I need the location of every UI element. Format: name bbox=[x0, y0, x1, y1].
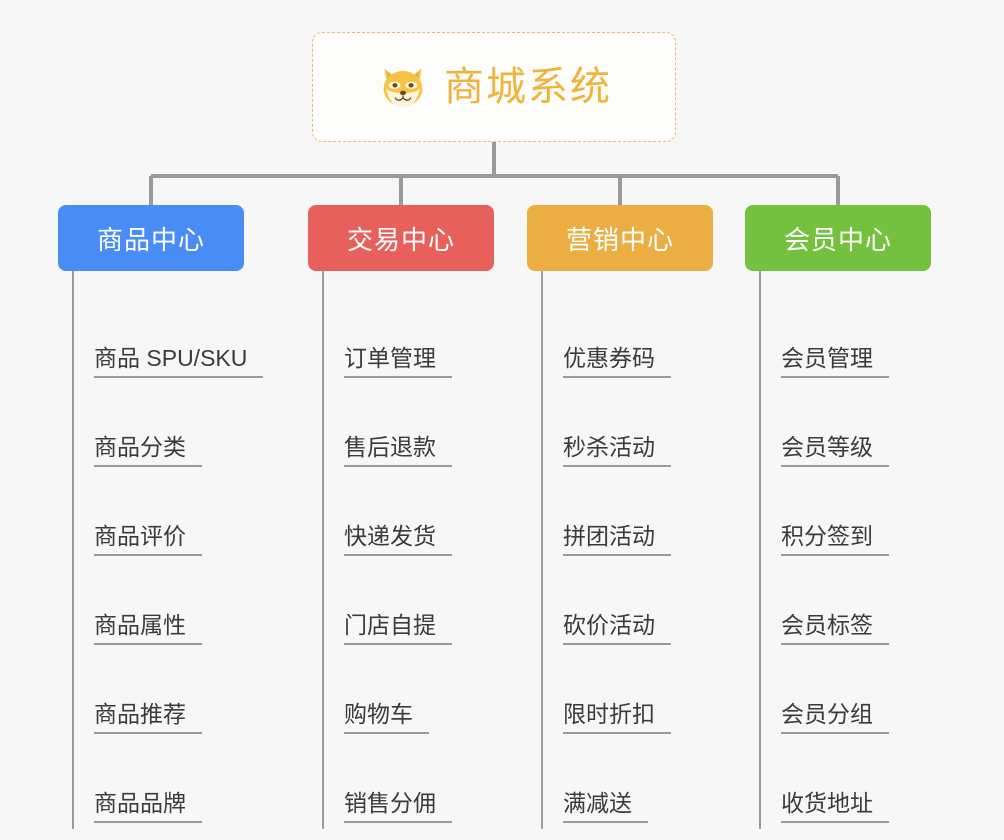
leaf-item[interactable]: 砍价活动 bbox=[541, 562, 771, 651]
leaf-item[interactable]: 会员管理 bbox=[759, 295, 989, 384]
leaf-item[interactable]: 销售分佣 bbox=[322, 740, 552, 829]
leaf-item-label: 销售分佣 bbox=[344, 790, 452, 823]
leaf-column-member-center: 会员管理会员等级积分签到会员标签会员分组收货地址 bbox=[759, 295, 989, 829]
branch-header-marketing-center[interactable]: 营销中心 bbox=[527, 205, 713, 271]
leaf-item[interactable]: 会员等级 bbox=[759, 384, 989, 473]
leaf-item-label: 商品评价 bbox=[94, 523, 202, 556]
leaf-item[interactable]: 商品评价 bbox=[72, 473, 302, 562]
leaf-column-trade-center: 订单管理售后退款快递发货门店自提购物车销售分佣 bbox=[322, 295, 552, 829]
leaf-item[interactable]: 满减送 bbox=[541, 740, 771, 829]
leaf-item[interactable]: 收货地址 bbox=[759, 740, 989, 829]
leaf-item[interactable]: 会员标签 bbox=[759, 562, 989, 651]
branch-header-label: 营销中心 bbox=[565, 224, 674, 255]
column-spine bbox=[322, 295, 324, 829]
leaf-item[interactable]: 商品 SPU/SKU bbox=[72, 295, 302, 384]
column-spine bbox=[72, 295, 74, 829]
leaf-item-label: 快递发货 bbox=[344, 523, 452, 556]
leaf-item-label: 会员标签 bbox=[781, 612, 889, 645]
leaf-item[interactable]: 秒杀活动 bbox=[541, 384, 771, 473]
root-node[interactable]: 商城系统 bbox=[312, 32, 676, 142]
leaf-item-label: 商品推荐 bbox=[94, 701, 202, 734]
branch-header-member-center[interactable]: 会员中心 bbox=[745, 205, 931, 271]
leaf-item-label: 收货地址 bbox=[781, 790, 889, 823]
branch-header-product-center[interactable]: 商品中心 bbox=[58, 205, 244, 271]
leaf-item[interactable]: 积分签到 bbox=[759, 473, 989, 562]
leaf-item[interactable]: 商品属性 bbox=[72, 562, 302, 651]
leaf-item-label: 积分签到 bbox=[781, 523, 889, 556]
leaf-item-label: 会员管理 bbox=[781, 345, 889, 378]
leaf-column-product-center: 商品 SPU/SKU 商品分类商品评价商品属性商品推荐商品品牌 bbox=[72, 295, 302, 829]
leaf-item-label: 限时折扣 bbox=[563, 701, 671, 734]
leaf-item-label: 拼团活动 bbox=[563, 523, 671, 556]
leaf-column-marketing-center: 优惠券码秒杀活动拼团活动砍价活动限时折扣满减送 bbox=[541, 295, 771, 829]
leaf-item-label: 购物车 bbox=[344, 701, 429, 734]
branch-header-label: 交易中心 bbox=[346, 224, 455, 255]
shiba-dog-face-icon bbox=[383, 68, 423, 109]
leaf-item-label: 商品 SPU/SKU bbox=[94, 345, 264, 378]
leaf-item[interactable]: 限时折扣 bbox=[541, 651, 771, 740]
leaf-item-label: 售后退款 bbox=[344, 434, 452, 467]
leaf-item-label: 商品分类 bbox=[94, 434, 202, 467]
leaf-item[interactable]: 快递发货 bbox=[322, 473, 552, 562]
leaf-item[interactable]: 购物车 bbox=[322, 651, 552, 740]
leaf-item[interactable]: 拼团活动 bbox=[541, 473, 771, 562]
leaf-item-label: 会员分组 bbox=[781, 701, 889, 734]
leaf-item[interactable]: 商品品牌 bbox=[72, 740, 302, 829]
leaf-item-label: 满减送 bbox=[563, 790, 648, 823]
leaf-item[interactable]: 会员分组 bbox=[759, 651, 989, 740]
column-spine bbox=[759, 295, 761, 829]
leaf-item-label: 商品品牌 bbox=[94, 790, 202, 823]
leaf-item[interactable]: 订单管理 bbox=[322, 295, 552, 384]
root-title: 商城系统 bbox=[444, 65, 612, 109]
leaf-item[interactable]: 优惠券码 bbox=[541, 295, 771, 384]
leaf-item-label: 商品属性 bbox=[94, 612, 202, 645]
leaf-item-label: 砍价活动 bbox=[563, 612, 671, 645]
column-spine bbox=[541, 295, 543, 829]
leaf-item[interactable]: 售后退款 bbox=[322, 384, 552, 473]
leaf-item-label: 秒杀活动 bbox=[563, 434, 671, 467]
branch-header-trade-center[interactable]: 交易中心 bbox=[308, 205, 494, 271]
leaf-item[interactable]: 门店自提 bbox=[322, 562, 552, 651]
leaf-item[interactable]: 商品推荐 bbox=[72, 651, 302, 740]
branch-header-label: 会员中心 bbox=[783, 224, 892, 255]
branch-header-label: 商品中心 bbox=[96, 224, 205, 255]
leaf-item-label: 门店自提 bbox=[344, 612, 452, 645]
leaf-item-label: 订单管理 bbox=[344, 345, 452, 378]
leaf-item[interactable]: 商品分类 bbox=[72, 384, 302, 473]
leaf-item-label: 优惠券码 bbox=[563, 345, 671, 378]
leaf-item-label: 会员等级 bbox=[781, 434, 889, 467]
